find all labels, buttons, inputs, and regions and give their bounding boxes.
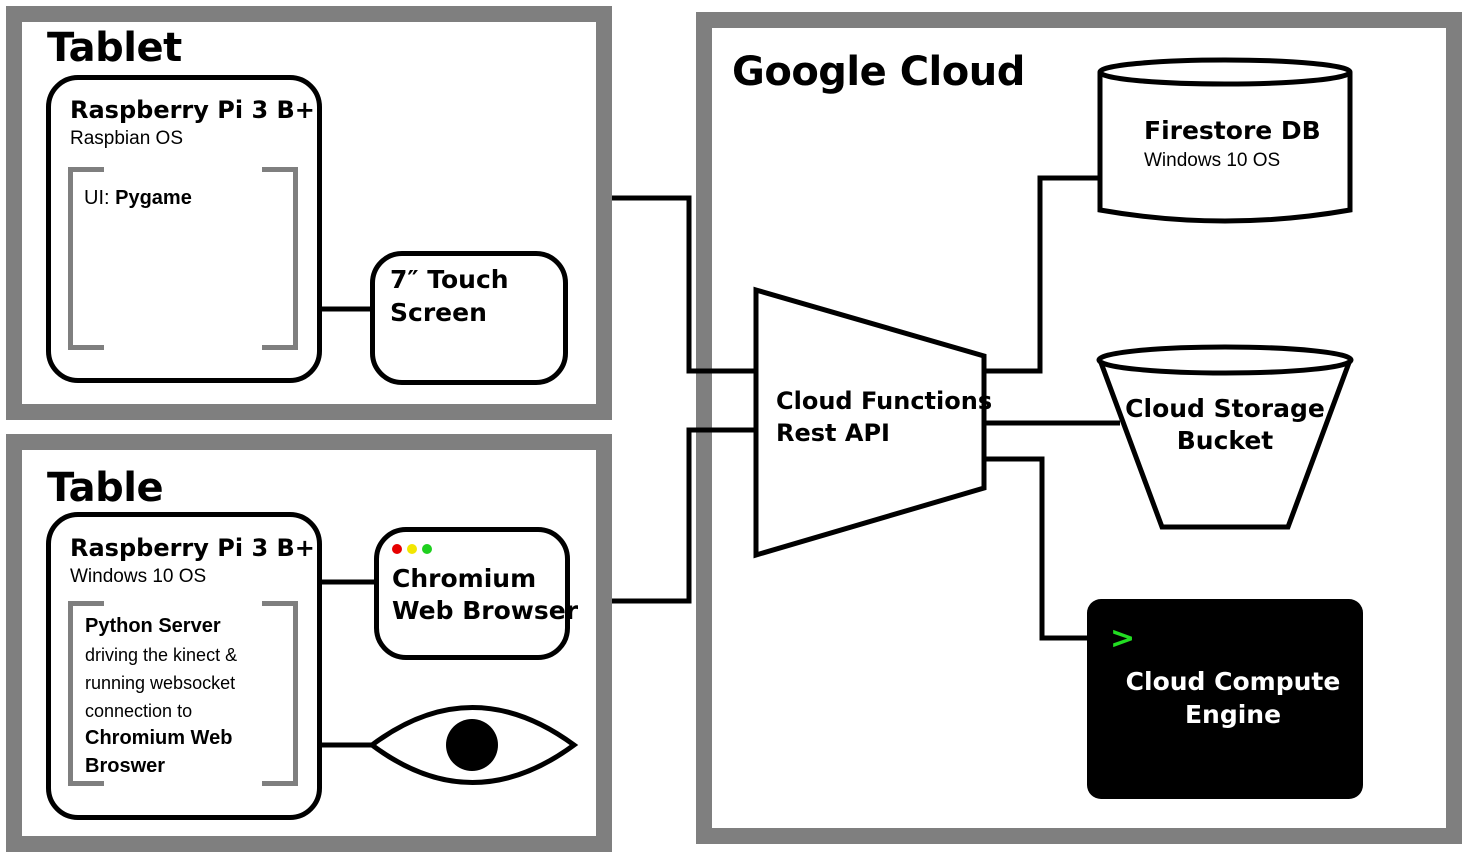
eye-icon <box>367 705 579 785</box>
table-server-bracket-left <box>68 601 104 786</box>
firestore-title: Firestore DB <box>1144 116 1321 145</box>
browser-dot-yellow <box>407 544 417 554</box>
table-pi-title: Raspberry Pi 3 B+ <box>70 534 315 562</box>
table-title: Table <box>47 465 164 511</box>
cloud-storage-bucket <box>1096 344 1354 530</box>
compute-prompt-icon: > <box>1110 621 1136 656</box>
tablet-ui-value: Pygame <box>115 187 192 209</box>
server-line-2: running websocket <box>85 673 236 693</box>
table-pi-os: Windows 10 OS <box>70 566 207 587</box>
cloud-storage-label-line2: Bucket <box>1176 426 1274 455</box>
functions-to-firestore-line <box>986 175 1100 374</box>
browser-dot-red <box>392 544 402 554</box>
touch-screen-box <box>370 251 568 385</box>
tablet-pi-os: Raspbian OS <box>70 128 184 149</box>
browser-label-line1: Chromium <box>392 564 537 593</box>
server-line-3: connection to <box>85 701 193 721</box>
firestore-cylinder <box>1097 57 1353 224</box>
tablet-ui-label: UI: Pygame <box>84 184 192 212</box>
cloud-storage-label-line1: Cloud Storage <box>1125 394 1325 423</box>
server-bold-2: Broswer <box>85 755 166 777</box>
tablet-ui-prefix: UI: <box>84 187 116 209</box>
google-cloud-title: Google Cloud <box>732 49 1025 95</box>
browser-dot-green <box>422 544 432 554</box>
table-server-bracket-right <box>262 601 298 786</box>
cloud-compute-label-line1: Cloud Compute <box>1125 667 1341 696</box>
server-title: Python Server <box>85 615 221 637</box>
browser-label-line2: Web Browser <box>392 596 579 625</box>
tablet-ui-bracket-left <box>68 167 104 350</box>
tablet-pi-title: Raspberry Pi 3 B+ <box>70 96 315 124</box>
tablet-pi-box <box>46 75 322 383</box>
table-pi-box <box>46 512 322 820</box>
chromium-browser-box <box>374 527 570 660</box>
functions-to-compute-line <box>986 456 1090 641</box>
table-to-functions-line <box>612 427 756 604</box>
tablet-to-functions-line <box>612 195 756 374</box>
touch-screen-label-line1: 7″ Touch <box>390 265 509 294</box>
cloud-functions-label-line2: Rest API <box>776 419 890 447</box>
cloud-functions-shape <box>753 286 987 559</box>
server-line-1: driving the kinect & <box>85 645 238 665</box>
tablet-ui-bracket-right <box>262 167 298 350</box>
server-bold-1: Chromium Web <box>85 727 233 749</box>
cloud-compute-box <box>1087 599 1363 799</box>
touch-screen-label-line2: Screen <box>390 298 487 327</box>
tablet-title: Tablet <box>47 25 182 71</box>
cloud-compute-label-line2: Engine <box>1184 700 1282 729</box>
cloud-functions-label-line1: Cloud Functions <box>776 387 993 415</box>
firestore-os: Windows 10 OS <box>1144 150 1281 171</box>
